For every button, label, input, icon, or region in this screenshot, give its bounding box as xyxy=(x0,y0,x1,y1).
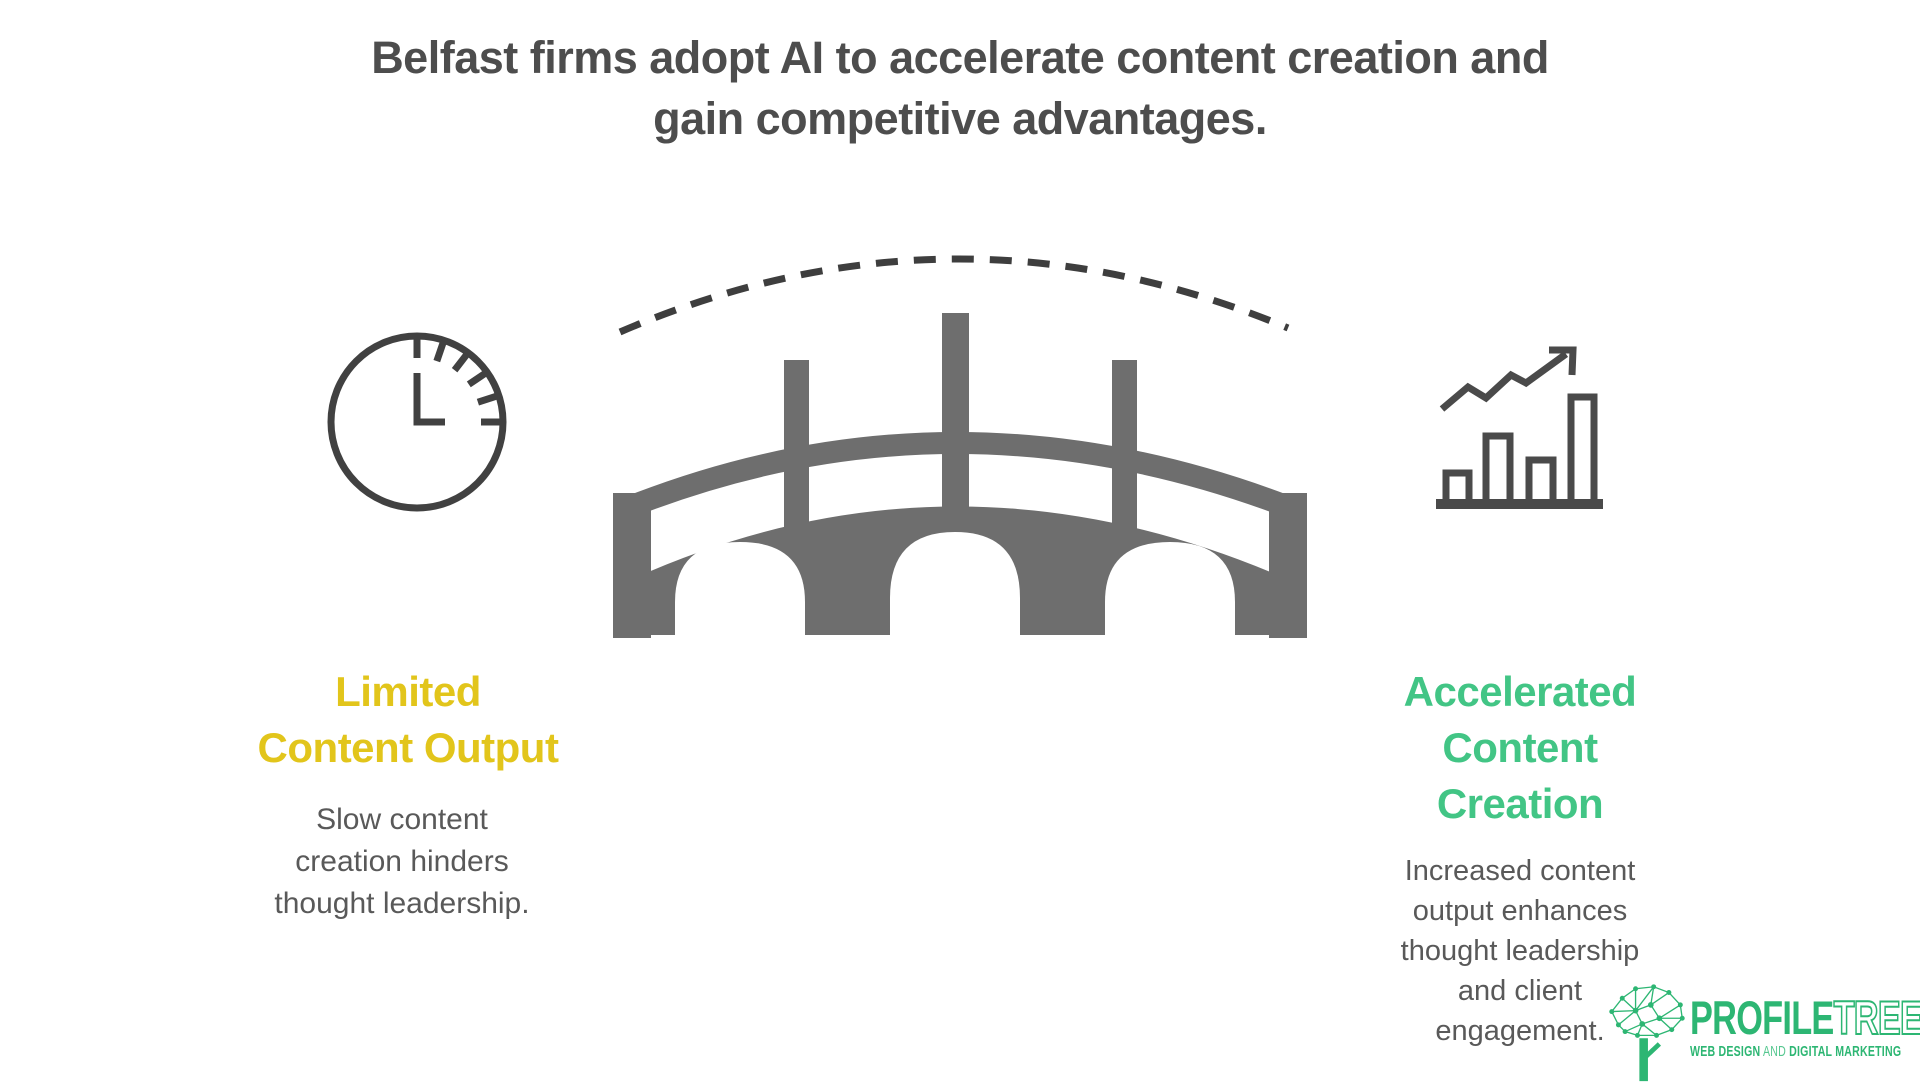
page-title-line2: gain competitive advantages. xyxy=(653,93,1267,144)
clock-icon-svg xyxy=(327,332,507,512)
clock-icon xyxy=(322,327,512,517)
tree-network-icon-svg xyxy=(1609,984,1685,1082)
left-heading: Limited Content Output xyxy=(257,668,559,771)
right-heading: Accelerated Content Creation xyxy=(1403,668,1637,827)
tree-network-icon xyxy=(1597,983,1697,1083)
logo-brand: PROFILETREE xyxy=(1690,991,1920,1044)
logo-brand-tree: TREE xyxy=(1833,991,1920,1044)
logo-tagline-and: AND xyxy=(1760,1044,1790,1060)
left-body-text: Slow content creation hinders thought le… xyxy=(274,803,530,920)
page-title: Belfast firms adopt AI to accelerate con… xyxy=(0,27,1920,149)
dashed-arc-path xyxy=(618,255,1290,336)
logo-tagline-webdesign: WEB DESIGN xyxy=(1690,1044,1761,1060)
bridge-icon-svg xyxy=(613,255,1307,638)
page-title-line1: Belfast firms adopt AI to accelerate con… xyxy=(371,32,1549,83)
bridge-icon xyxy=(580,190,1340,640)
logo-wordmark: PROFILETREE WEB DESIGN AND DIGITAL MARKE… xyxy=(1690,991,1920,1060)
logo-brand-profile: PROFILE xyxy=(1690,991,1834,1044)
right-body-text: Increased content output enhances though… xyxy=(1400,855,1640,1047)
growth-bar-chart-icon-svg xyxy=(1436,346,1603,509)
growth-bar-chart-icon xyxy=(1433,340,1613,515)
logo-tagline-digitalmarketing: DIGITAL MARKETING xyxy=(1789,1044,1902,1060)
logo-tagline: WEB DESIGN AND DIGITAL MARKETING xyxy=(1690,1045,1920,1060)
